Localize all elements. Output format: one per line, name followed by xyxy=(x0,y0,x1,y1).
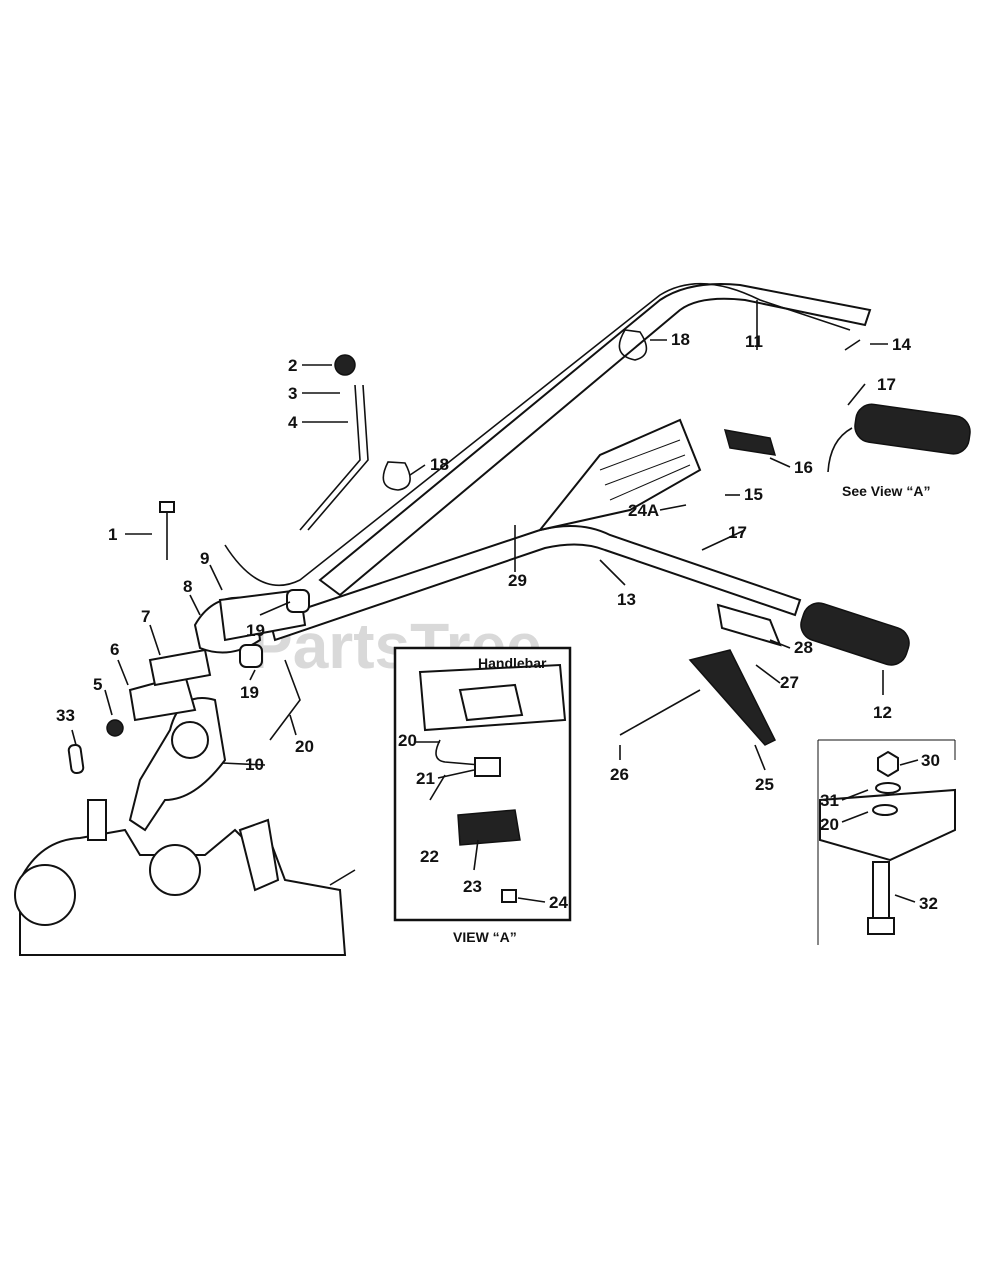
callout-23: 23 xyxy=(463,877,482,896)
callout-19-lower: 19 xyxy=(240,683,259,702)
callout-4: 4 xyxy=(288,413,298,432)
callout-12: 12 xyxy=(873,703,892,722)
fastener-detail xyxy=(817,739,956,945)
coupling xyxy=(128,648,212,722)
callout-15: 15 xyxy=(744,485,763,504)
view-a-inset xyxy=(393,646,572,922)
shift-knob xyxy=(334,354,356,376)
callout-6: 6 xyxy=(110,640,119,659)
callout-29: 29 xyxy=(508,571,527,590)
see-view-a-label: See View “A” xyxy=(842,483,930,499)
screw xyxy=(619,339,861,736)
callout-1: 1 xyxy=(108,525,117,544)
callout-17-lower: 17 xyxy=(728,523,747,542)
handlebar-upper xyxy=(318,283,872,597)
grip-lower xyxy=(800,602,910,666)
callout-9: 9 xyxy=(200,549,209,568)
callout-30: 30 xyxy=(921,751,940,770)
callout-5: 5 xyxy=(93,675,102,694)
callout-18-upper: 18 xyxy=(671,330,690,349)
callout-21: 21 xyxy=(416,769,435,788)
callout-20-inset: 20 xyxy=(398,731,417,750)
callout-7: 7 xyxy=(141,607,150,626)
callout-10: 10 xyxy=(245,755,264,774)
callout-2: 2 xyxy=(288,356,297,375)
callout-22: 22 xyxy=(420,847,439,866)
callout-20: 20 xyxy=(295,737,314,756)
housing-bracket xyxy=(193,588,307,654)
callout-32: 32 xyxy=(919,894,938,913)
callout-18-lower: 18 xyxy=(430,455,449,474)
callout-26: 26 xyxy=(610,765,629,784)
handlebar-lower xyxy=(268,525,802,642)
inset-handlebar-label: Handlebar xyxy=(478,655,547,671)
callout-14: 14 xyxy=(892,335,911,354)
callout-33: 33 xyxy=(56,706,75,725)
callout-17-upper: 17 xyxy=(877,375,896,394)
callout-11: 11 xyxy=(745,332,763,351)
callout-24a: 24A xyxy=(628,501,659,520)
clutch-lever xyxy=(688,649,777,746)
callout-31: 31 xyxy=(820,791,839,810)
control-switch xyxy=(723,429,777,456)
spacers xyxy=(239,589,310,668)
callout-19-upper: 19 xyxy=(246,621,265,640)
callout-24: 24 xyxy=(549,893,568,912)
callout-16: 16 xyxy=(794,458,813,477)
pin xyxy=(67,743,85,775)
callout-28: 28 xyxy=(794,638,813,657)
callout-leaders xyxy=(71,300,919,903)
lever-bracket xyxy=(716,603,782,647)
grip-upper xyxy=(854,403,971,455)
control-cable xyxy=(224,282,851,741)
shift-rod xyxy=(299,384,369,531)
callout-20-detail: 20 xyxy=(820,815,839,834)
bolt xyxy=(159,501,175,560)
callout-8: 8 xyxy=(183,577,192,596)
callout-25: 25 xyxy=(755,775,774,794)
handlebar-brace xyxy=(537,418,702,532)
inset-view-label: VIEW “A” xyxy=(453,929,517,945)
cable-tie xyxy=(382,329,648,491)
nut xyxy=(106,719,124,737)
callout-13: 13 xyxy=(617,590,636,609)
engine-block xyxy=(14,799,356,956)
callout-27: 27 xyxy=(780,673,799,692)
callout-3: 3 xyxy=(288,384,297,403)
